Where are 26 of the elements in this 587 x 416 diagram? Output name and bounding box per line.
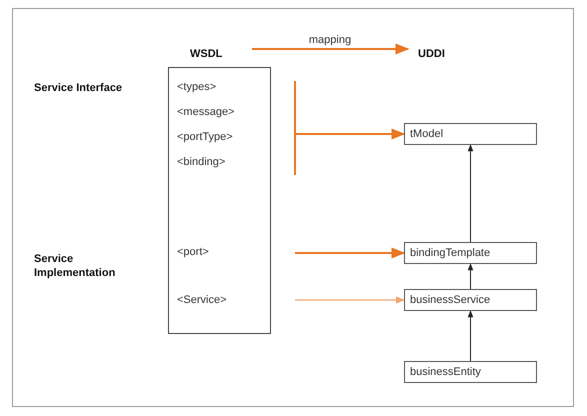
wsdl-element-text: <Service>: [177, 294, 227, 306]
wsdl-element-text: <message>: [177, 106, 234, 118]
section-label: Service Implementation: [34, 252, 116, 280]
entity-name: bindingTemplate: [410, 247, 490, 259]
wsdl-element-text: <types>: [177, 81, 216, 93]
arrow: [252, 43, 410, 55]
arrow: [468, 263, 474, 290]
column-heading: WSDL: [190, 48, 222, 60]
arrow: [294, 80, 406, 176]
arrow: [295, 296, 405, 304]
section-label: Service Interface: [34, 81, 124, 95]
entity-name: tModel: [410, 128, 444, 140]
arrow: [468, 310, 474, 362]
wsdl-element-text: <port>: [177, 246, 209, 258]
box-outline: [168, 67, 271, 334]
uddi-entity-box: [404, 242, 537, 264]
arrow: [468, 144, 474, 242]
entity-name: businessService: [410, 294, 490, 306]
entity-name: businessEntity: [410, 366, 481, 378]
uddi-entity-box: [404, 289, 537, 311]
wsdl-element-text: <binding>: [177, 156, 226, 168]
column-heading: UDDI: [418, 48, 445, 60]
arrow: [295, 247, 406, 259]
uddi-entity-box: [404, 123, 537, 145]
uddi-entity-box: [404, 361, 537, 383]
wsdl-element-text: <portType>: [177, 131, 233, 143]
